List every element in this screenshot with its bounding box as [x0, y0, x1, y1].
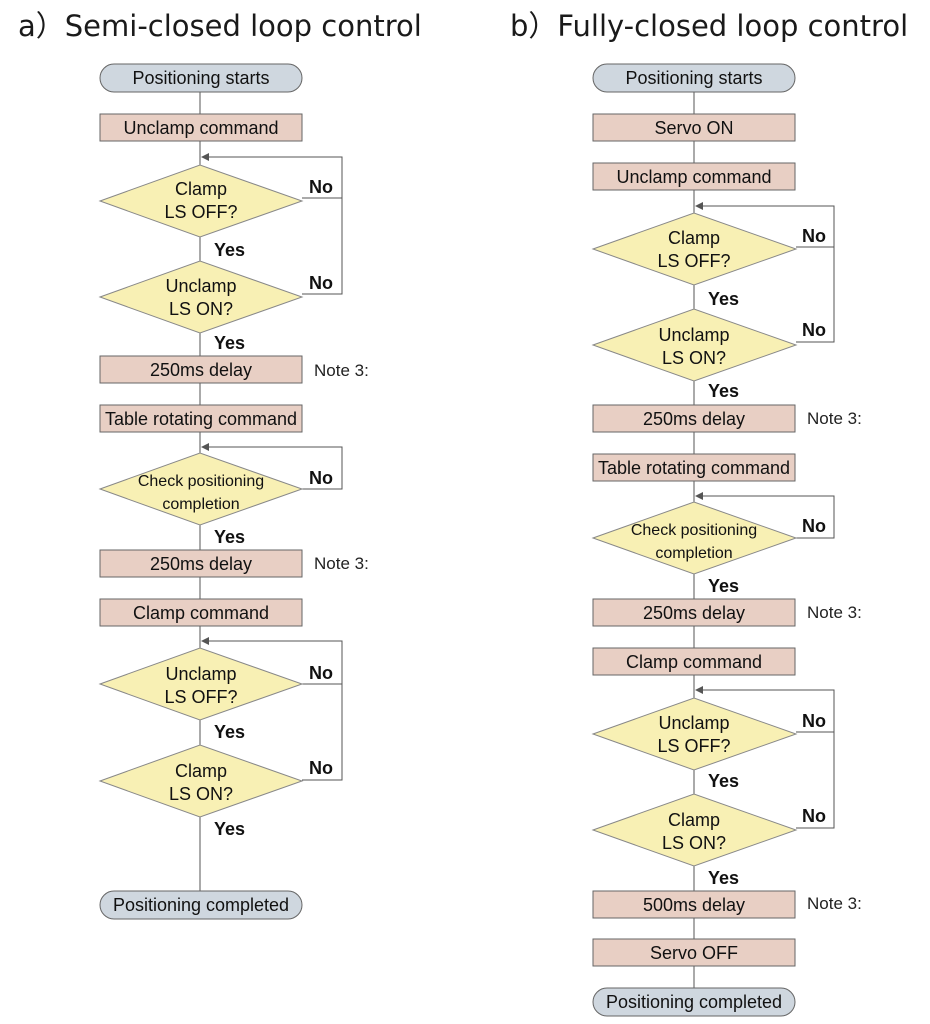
- decision-check-positioning: Check positioning completion: [591, 501, 798, 575]
- svg-text:LS OFF?: LS OFF?: [164, 687, 237, 707]
- svg-text:Positioning completed: Positioning completed: [606, 992, 782, 1012]
- no-label: No: [309, 663, 333, 683]
- svg-text:Positioning completed: Positioning completed: [113, 895, 289, 915]
- unclamp-command-box: Unclamp command: [99, 113, 303, 142]
- table-rotating-box: Table rotating command: [592, 453, 796, 482]
- svg-text:Unclamp command: Unclamp command: [123, 118, 278, 138]
- svg-text:Table rotating command: Table rotating command: [598, 458, 790, 478]
- no-label: No: [309, 468, 333, 488]
- start-terminal: Positioning starts: [592, 63, 796, 93]
- yes-label: Yes: [214, 527, 245, 547]
- delay-box: 250ms delay: [592, 404, 796, 433]
- yes-label: Yes: [708, 771, 739, 791]
- svg-text:Check positioning: Check positioning: [631, 522, 757, 539]
- decision-check-positioning: Check positioning completion: [98, 452, 304, 526]
- svg-text:Unclamp: Unclamp: [658, 713, 729, 733]
- panel-b-fully-closed: b）Fully-closed loop control Positioning …: [510, 9, 908, 1017]
- svg-text:Positioning starts: Positioning starts: [132, 68, 269, 88]
- panel-b-title: b）Fully-closed loop control: [510, 9, 908, 43]
- yes-label: Yes: [708, 868, 739, 888]
- start-terminal: Positioning starts: [99, 63, 303, 93]
- no-label: No: [802, 226, 826, 246]
- end-terminal: Positioning completed: [592, 987, 796, 1017]
- clamp-command-box: Clamp command: [99, 598, 303, 627]
- yes-label: Yes: [214, 333, 245, 353]
- svg-text:250ms delay: 250ms delay: [643, 409, 745, 429]
- svg-text:completion: completion: [162, 496, 239, 513]
- delay-box: 250ms delay: [99, 355, 303, 384]
- decision-clamp-ls-off: Clamp LS OFF?: [591, 212, 798, 286]
- svg-text:Unclamp command: Unclamp command: [616, 167, 771, 187]
- svg-text:LS OFF?: LS OFF?: [657, 736, 730, 756]
- svg-text:Positioning starts: Positioning starts: [625, 68, 762, 88]
- servo-on-box: Servo ON: [592, 113, 796, 142]
- svg-text:Table rotating command: Table rotating command: [105, 409, 297, 429]
- table-rotating-box: Table rotating command: [99, 404, 303, 433]
- decision-clamp-ls-off: Clamp LS OFF?: [98, 164, 304, 238]
- svg-text:Servo ON: Servo ON: [654, 118, 733, 138]
- end-terminal: Positioning completed: [99, 890, 303, 920]
- svg-text:Unclamp: Unclamp: [165, 276, 236, 296]
- yes-label: Yes: [214, 722, 245, 742]
- no-label: No: [802, 711, 826, 731]
- svg-text:500ms delay: 500ms delay: [643, 895, 745, 915]
- decision-clamp-ls-on: Clamp LS ON?: [98, 744, 304, 818]
- note-label: Note 3:: [314, 554, 369, 573]
- svg-text:completion: completion: [655, 545, 732, 562]
- svg-text:Check positioning: Check positioning: [138, 473, 264, 490]
- servo-off-box: Servo OFF: [592, 938, 796, 967]
- no-label: No: [309, 177, 333, 197]
- panel-a-title: a）Semi-closed loop control: [18, 9, 422, 43]
- svg-text:Clamp command: Clamp command: [133, 603, 269, 623]
- svg-text:Servo OFF: Servo OFF: [650, 943, 738, 963]
- svg-text:LS ON?: LS ON?: [662, 348, 726, 368]
- note-label: Note 3:: [807, 894, 862, 913]
- svg-text:LS OFF?: LS OFF?: [657, 251, 730, 271]
- svg-text:LS ON?: LS ON?: [169, 784, 233, 804]
- svg-text:250ms delay: 250ms delay: [643, 603, 745, 623]
- svg-text:Clamp: Clamp: [668, 810, 720, 830]
- note-label: Note 3:: [314, 361, 369, 380]
- no-label: No: [802, 806, 826, 826]
- yes-label: Yes: [708, 289, 739, 309]
- svg-text:Clamp: Clamp: [175, 761, 227, 781]
- unclamp-command-box: Unclamp command: [592, 162, 796, 191]
- delay-box: 250ms delay: [99, 549, 303, 578]
- clamp-command-box: Clamp command: [592, 647, 796, 676]
- svg-text:250ms delay: 250ms delay: [150, 554, 252, 574]
- no-label: No: [309, 758, 333, 778]
- delay-box: 250ms delay: [592, 598, 796, 627]
- decision-unclamp-ls-off: Unclamp LS OFF?: [98, 647, 304, 721]
- svg-text:Clamp command: Clamp command: [626, 652, 762, 672]
- panel-a-semi-closed: a）Semi-closed loop control Positioning s…: [18, 9, 422, 920]
- decision-unclamp-ls-off: Unclamp LS OFF?: [591, 697, 798, 771]
- yes-label: Yes: [214, 819, 245, 839]
- svg-text:LS ON?: LS ON?: [169, 299, 233, 319]
- no-label: No: [802, 320, 826, 340]
- svg-text:Unclamp: Unclamp: [165, 664, 236, 684]
- yes-label: Yes: [708, 381, 739, 401]
- decision-unclamp-ls-on: Unclamp LS ON?: [98, 260, 304, 334]
- svg-text:Clamp: Clamp: [175, 179, 227, 199]
- delay-box: 500ms delay: [592, 890, 796, 919]
- note-label: Note 3:: [807, 409, 862, 428]
- svg-text:250ms delay: 250ms delay: [150, 360, 252, 380]
- svg-text:Clamp: Clamp: [668, 228, 720, 248]
- decision-unclamp-ls-on: Unclamp LS ON?: [591, 308, 798, 382]
- yes-label: Yes: [214, 240, 245, 260]
- no-label: No: [309, 273, 333, 293]
- yes-label: Yes: [708, 576, 739, 596]
- svg-text:LS OFF?: LS OFF?: [164, 202, 237, 222]
- decision-clamp-ls-on: Clamp LS ON?: [591, 793, 798, 867]
- no-label: No: [802, 516, 826, 536]
- svg-text:Unclamp: Unclamp: [658, 325, 729, 345]
- svg-text:LS ON?: LS ON?: [662, 833, 726, 853]
- note-label: Note 3:: [807, 603, 862, 622]
